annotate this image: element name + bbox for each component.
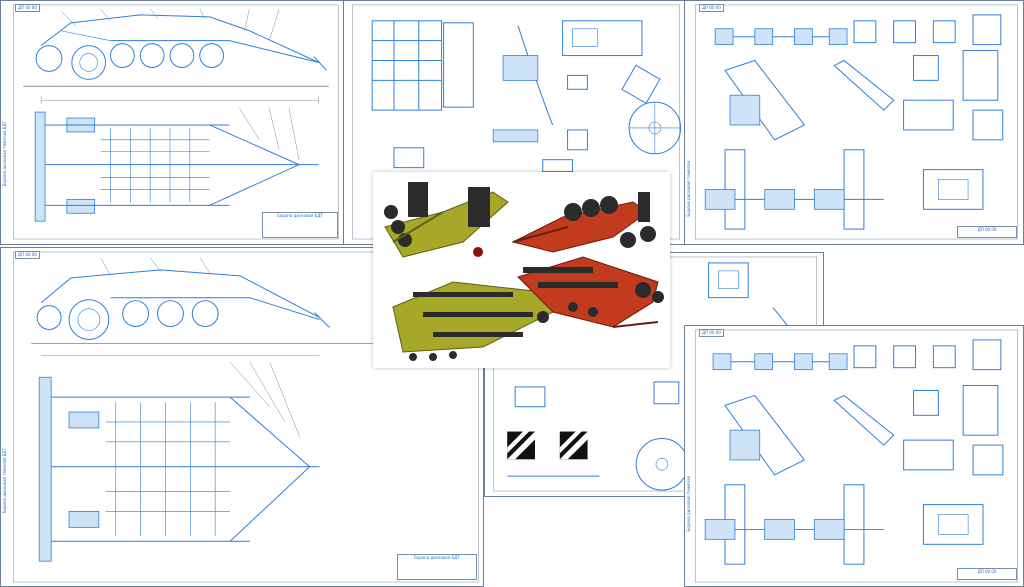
title-block-text: Борона дисковая БДТ: [277, 213, 323, 218]
sheet-side-title: Борона дисковая тяжелая БДТ: [2, 448, 7, 514]
red-harrow-render-2: [517, 256, 664, 328]
sheet-side-title: Борона дисковая тяжелая: [686, 161, 691, 217]
sheet-code: ДП 00 00: [699, 4, 724, 12]
yellow-harrow-render-1: [384, 182, 509, 258]
title-block: Борона дисковая БДТ: [397, 554, 477, 580]
harrow-assembly-drawing: [13, 4, 339, 240]
frame-details-drawing: [695, 4, 1018, 240]
sheet-side-title: Борона дисковая тяжелая: [686, 476, 691, 532]
title-block: Борона дисковая БДТ: [262, 212, 338, 238]
sheet-side-title: Борона дисковая тяжелая БДТ: [2, 121, 7, 187]
harrow-assembly-drawing-large: [13, 251, 479, 583]
drawing-sheet-bottom-right: ДП 00 00 Борона дисковая тяжелая ДП 00 0…: [684, 325, 1024, 587]
drawing-sheet-top-left: ДП 00 00 Борона дисковая тяжелая БДТ Бор…: [0, 0, 345, 245]
title-block: ДП 00 00: [957, 568, 1017, 580]
title-block-text: Борона дисковая БДТ: [414, 555, 460, 560]
sheet-code: ДП 00 00: [15, 251, 40, 259]
sheet-code: ДП 00 00: [699, 329, 724, 337]
yellow-harrow-render-2: [392, 281, 559, 361]
frame-details-drawing-2: [694, 329, 1018, 583]
harrow-3d-renders: [384, 182, 664, 361]
drawing-sheet-top-right: ДП 00 00 Борона дисковая тяжелая ДП 00 0…: [684, 0, 1024, 245]
warning-stripe-board: [507, 431, 588, 460]
red-harrow-render-1: [511, 192, 656, 253]
harrow-3d-render-collage: [373, 172, 670, 368]
sheet-code: ДП 00 00: [15, 4, 40, 12]
parts-detail-drawing: [352, 4, 682, 240]
title-block: ДП 00 00: [957, 226, 1017, 238]
title-block-text: ДП 00 00: [977, 227, 997, 232]
title-block-text: ДП 00 00: [977, 569, 997, 574]
